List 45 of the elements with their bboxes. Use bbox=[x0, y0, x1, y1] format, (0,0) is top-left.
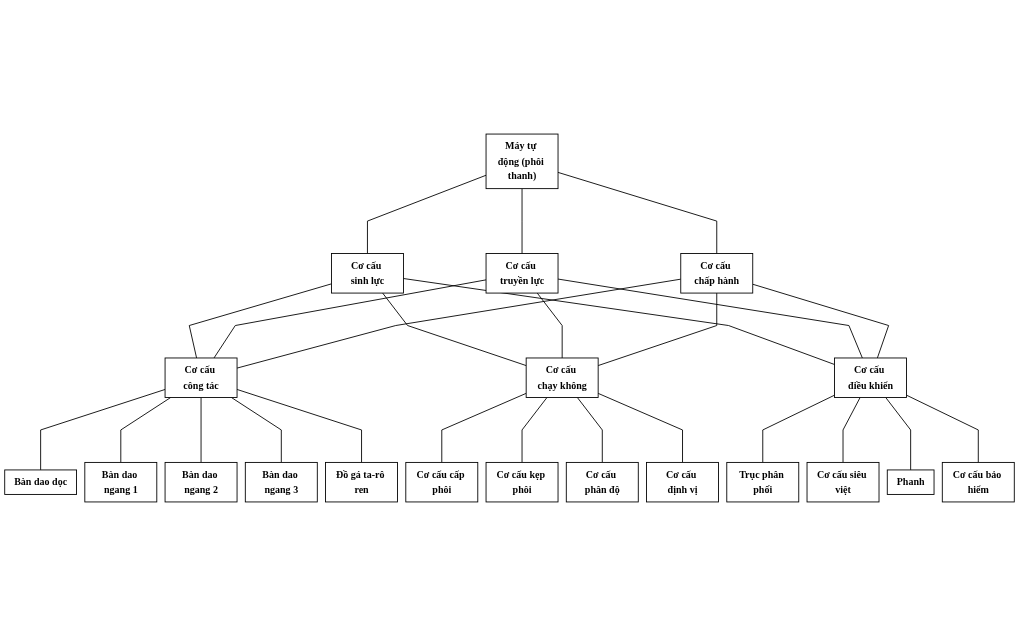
connector bbox=[597, 292, 718, 367]
connector bbox=[40, 389, 166, 471]
connector bbox=[842, 397, 861, 463]
node-box: Cơ cấu công tác bbox=[164, 357, 238, 398]
connector bbox=[231, 397, 282, 463]
node-box: Cơ cấu truyền lực bbox=[485, 253, 559, 294]
node-box: Trục phân phối bbox=[726, 461, 800, 503]
connector bbox=[557, 278, 863, 359]
connector bbox=[521, 188, 523, 254]
connector bbox=[382, 292, 527, 367]
connector bbox=[597, 392, 683, 463]
node-box: Cơ cấu sinh lực bbox=[331, 253, 404, 294]
connector bbox=[521, 397, 548, 463]
connector bbox=[557, 171, 718, 254]
node-box: Cơ cấu siêu việt bbox=[806, 461, 880, 503]
node-box: Máy tự động (phôi thanh) bbox=[485, 133, 559, 190]
connector bbox=[236, 278, 682, 369]
connector bbox=[885, 397, 912, 471]
node-box: Cơ cấu điều khiển bbox=[834, 357, 907, 398]
node-box: Bàn dao ngang 3 bbox=[244, 461, 318, 503]
connector bbox=[188, 283, 332, 359]
connector bbox=[752, 283, 890, 359]
connector bbox=[576, 397, 603, 463]
node-box: Cơ cấu định vị bbox=[646, 461, 719, 503]
node-box: Cơ cấu kẹp phôi bbox=[485, 461, 559, 503]
node-box: Cơ cấu bảo hiểm bbox=[941, 461, 1015, 503]
node-box: Cơ cấu chạy không bbox=[525, 357, 599, 398]
connector bbox=[367, 174, 487, 254]
connector bbox=[236, 389, 362, 463]
node-box: Bàn dao ngang 2 bbox=[164, 461, 238, 503]
node-box: Bàn dao ngang 1 bbox=[84, 461, 158, 503]
connector bbox=[403, 278, 835, 365]
connector bbox=[762, 394, 835, 463]
connector bbox=[441, 392, 527, 463]
node-box: Cơ cấu cấp phôi bbox=[405, 461, 479, 503]
connector bbox=[906, 394, 979, 463]
node-box: Bàn dao dọc bbox=[4, 469, 77, 495]
connector bbox=[536, 292, 563, 359]
connector bbox=[213, 279, 487, 359]
connector bbox=[120, 397, 172, 463]
node-box: Cơ cấu phân độ bbox=[565, 461, 639, 503]
connector bbox=[200, 397, 202, 463]
node-box: Phanh bbox=[886, 469, 935, 495]
node-box: Đồ gá ta-rô ren bbox=[325, 461, 398, 503]
node-box: Cơ cấu chấp hành bbox=[680, 253, 754, 294]
